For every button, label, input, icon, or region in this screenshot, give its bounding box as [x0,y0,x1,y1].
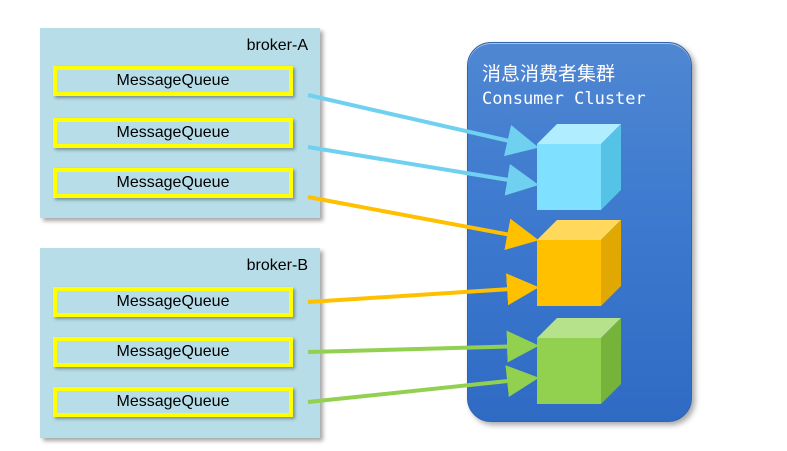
broker-a-box: broker-A MessageQueue MessageQueue Messa… [40,28,320,218]
consumer-cube-1 [537,124,621,210]
arrow-b3-to-consumer-3 [307,365,539,404]
broker-b-queue-3: MessageQueue [53,387,293,417]
cluster-title: 消息消费者集群 [482,63,616,85]
consumer-cube-3 [537,318,621,404]
consumer-cube-2 [537,220,621,306]
arrow-a1-to-consumer-1 [307,93,539,157]
broker-a-queue-1: MessageQueue [53,66,293,96]
broker-b-queue-1: MessageQueue [53,287,293,317]
arrow-b1-to-consumer-2 [307,273,539,306]
broker-b-box: broker-B MessageQueue MessageQueue Messa… [40,248,320,438]
broker-a-title: broker-A [246,37,308,54]
arrow-a2-to-consumer-1 [307,145,539,196]
broker-b-queue-2: MessageQueue [53,337,293,367]
arrow-a3-to-consumer-2 [307,195,539,251]
broker-b-title: broker-B [246,257,308,274]
arrow-b2-to-consumer-3 [307,330,539,363]
broker-a-queue-3: MessageQueue [53,168,293,198]
broker-a-queue-2: MessageQueue [53,118,293,148]
cluster-subtitle: Consumer Cluster [482,89,646,109]
